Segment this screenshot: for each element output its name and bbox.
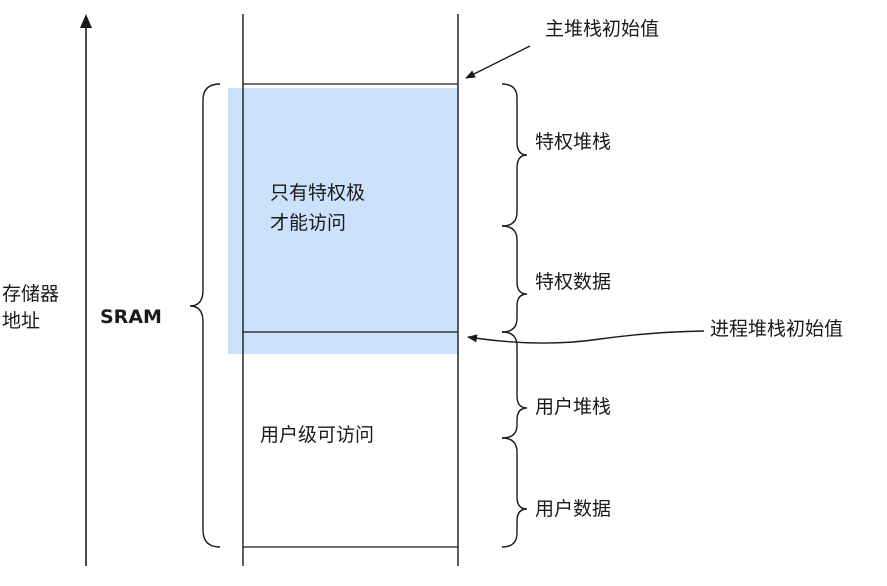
sram-brace — [189, 83, 221, 548]
privileged-region-highlight — [228, 88, 458, 354]
process-stack-pointer-arrow — [467, 330, 705, 344]
axis-label-line2: 地址 — [2, 310, 41, 332]
sram-label: SRAM — [100, 306, 162, 328]
axis-label-line1: 存储器 — [2, 283, 60, 305]
user-stack-brace — [501, 331, 528, 439]
privileged-only-line1: 只有特权极 — [270, 182, 366, 204]
priv-stack-label: 特权堆栈 — [535, 131, 612, 153]
user-data-label: 用户数据 — [535, 498, 612, 520]
user-stack-label: 用户堆栈 — [535, 396, 612, 418]
main-stack-pointer-arrow — [465, 45, 531, 79]
main-stack-init-label: 主堆栈初始值 — [545, 18, 660, 40]
privileged-only-line2: 才能访问 — [270, 212, 347, 234]
process-stack-init-label: 进程堆栈初始值 — [710, 318, 844, 340]
user-accessible-label: 用户级可访问 — [260, 424, 375, 446]
address-axis-arrowhead — [80, 14, 92, 28]
priv-data-label: 特权数据 — [535, 271, 612, 293]
priv-stack-brace — [501, 83, 528, 227]
user-data-brace — [501, 437, 528, 548]
priv-data-brace — [501, 225, 528, 333]
